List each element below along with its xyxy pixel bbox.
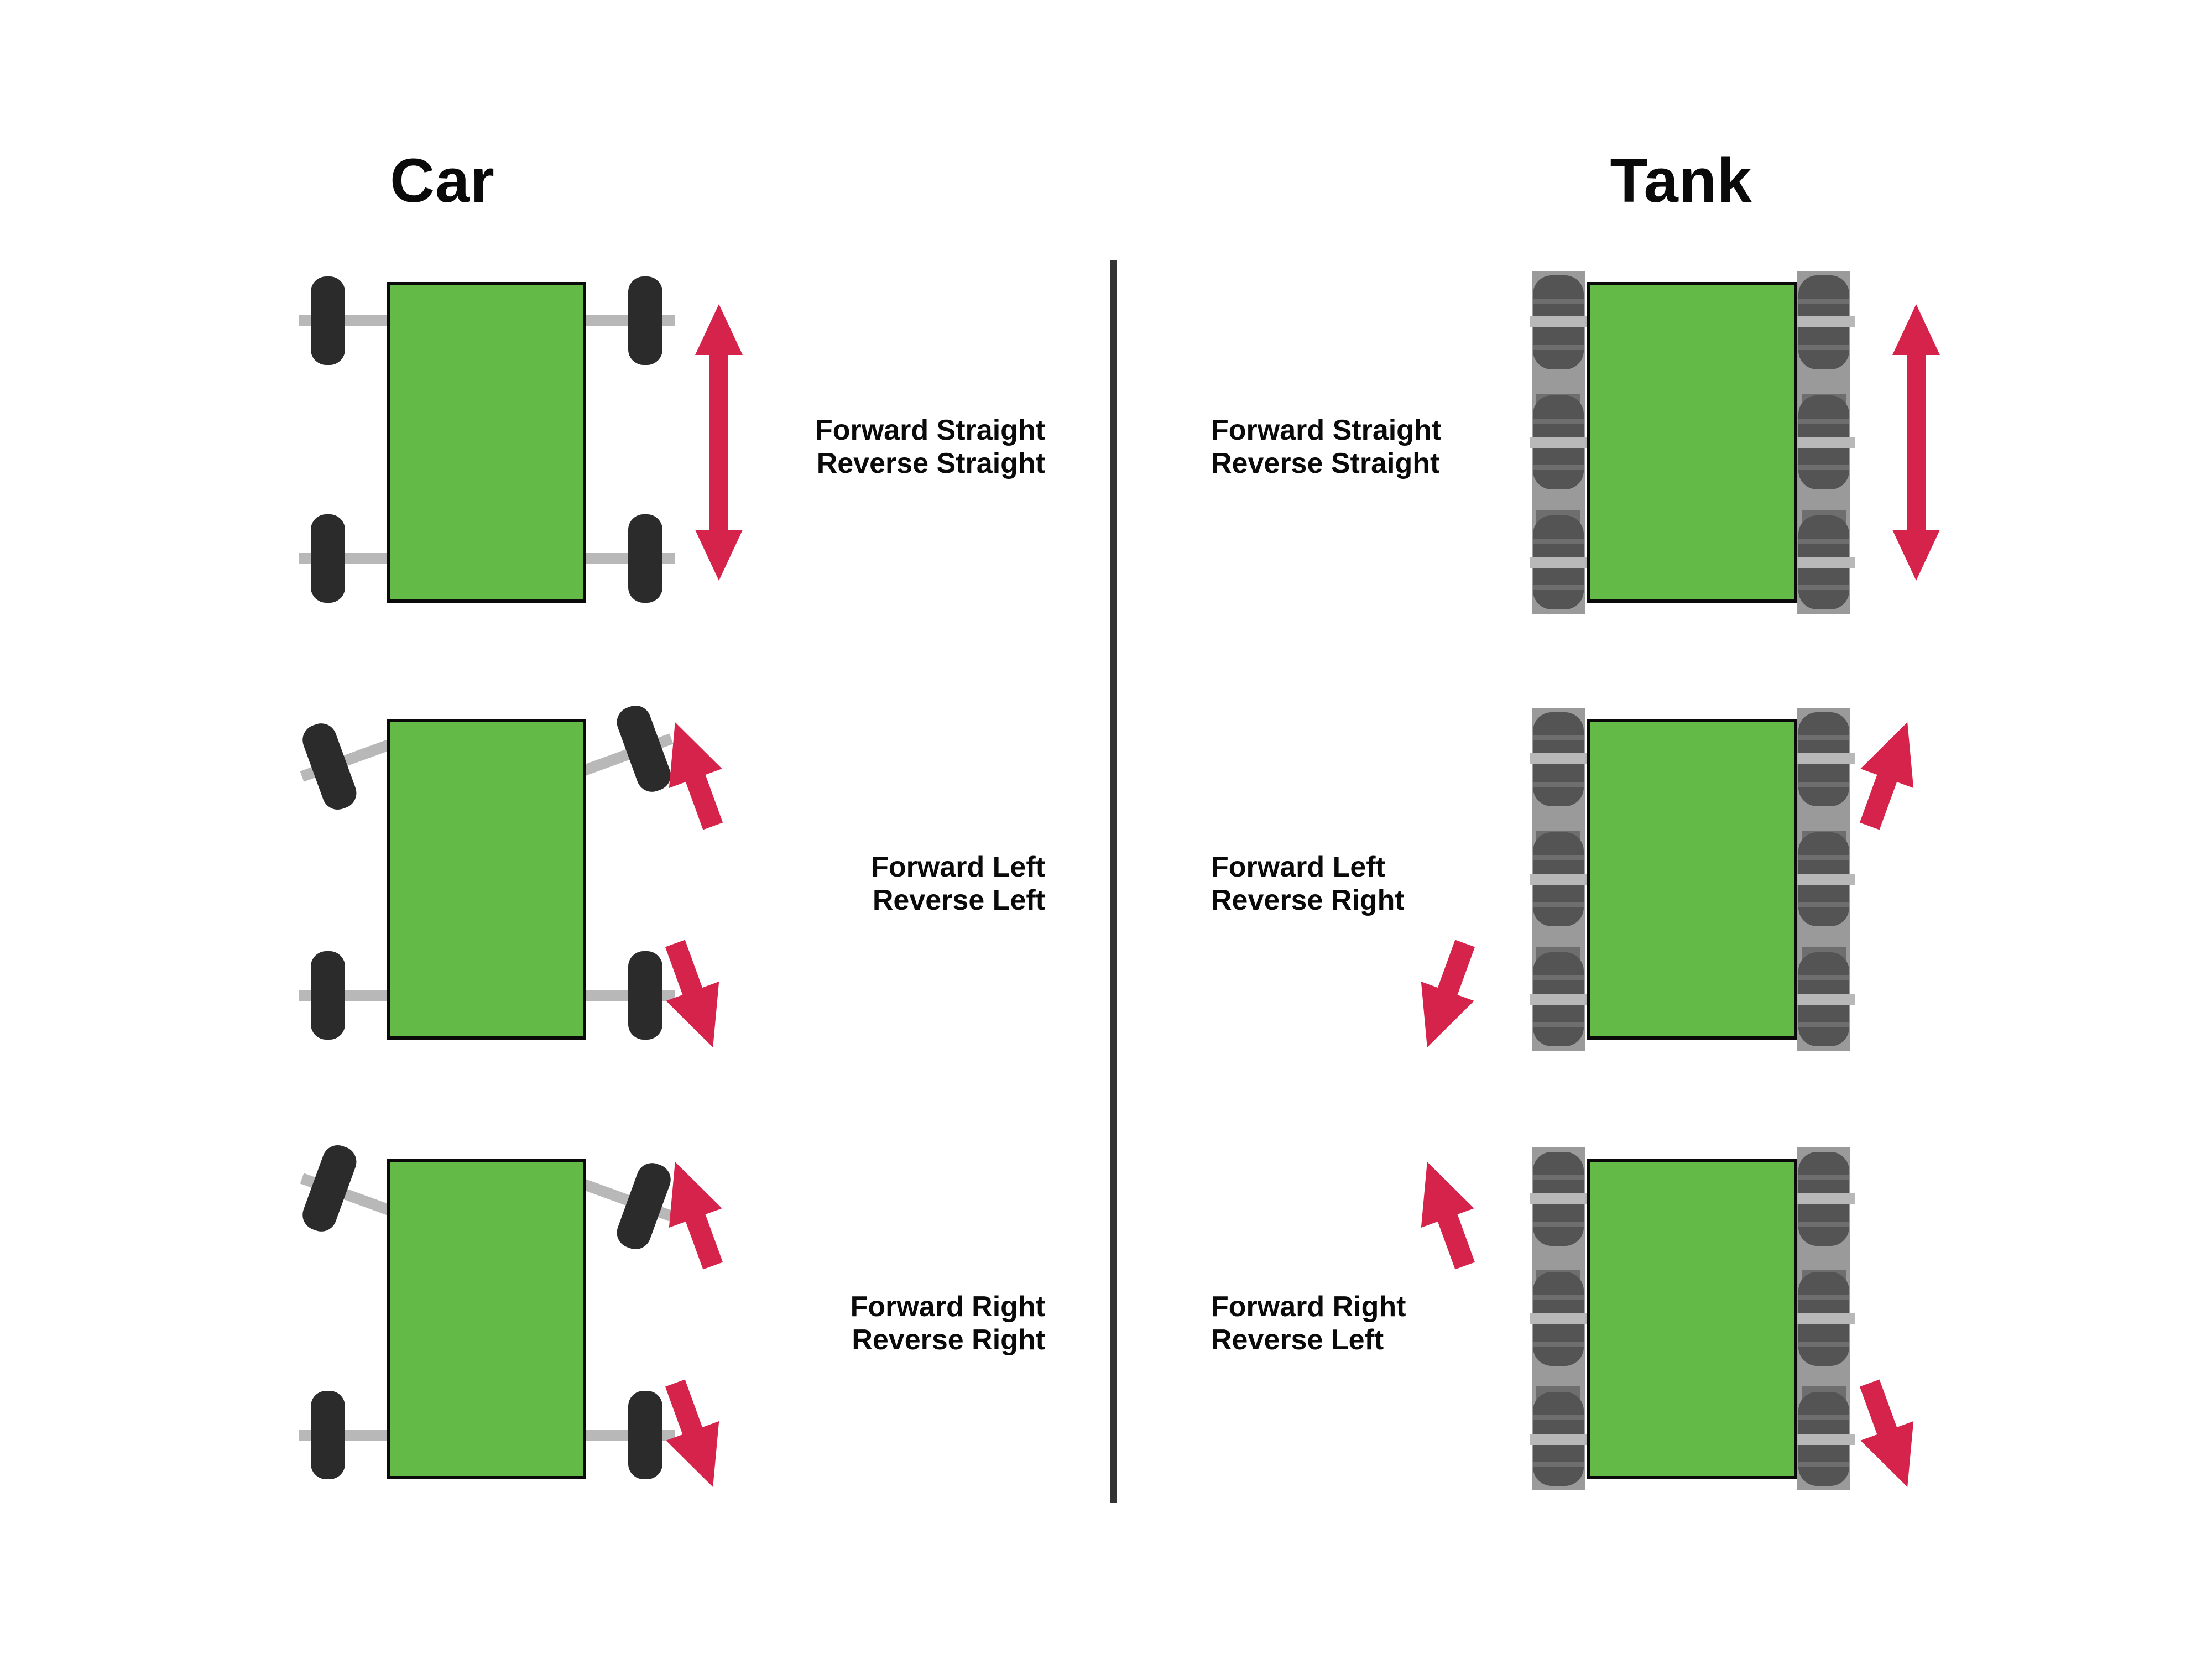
column-title-car: Car: [390, 146, 495, 215]
arrow-down-icon: [1841, 1373, 1936, 1498]
car-diagram-left: [298, 701, 675, 1051]
tire: [311, 276, 345, 365]
label-line-2: Reverse Left: [1211, 1324, 1384, 1356]
car-wheel-front-left: [299, 276, 409, 365]
tank-chassis: [1587, 1159, 1797, 1479]
tire: [628, 951, 662, 1040]
tank-diagram-right: [1530, 1147, 1855, 1490]
tank-row-left: Forward Left Reverse Right: [0, 708, 2212, 1095]
car-row-left: Forward Left Reverse Left: [0, 701, 2212, 1095]
label-line-1: Forward Right: [850, 1291, 1045, 1323]
car-row-right: Forward Right Reverse Right: [0, 1141, 2212, 1535]
tank-row-right: Forward Right Reverse Left: [0, 1147, 2212, 1535]
arrow-down-icon: [1399, 933, 1494, 1058]
label-line-2: Reverse Right: [852, 1324, 1045, 1356]
column-divider: [1110, 260, 1117, 1503]
arrow-down-icon: [646, 933, 742, 1058]
tank-chassis: [1587, 282, 1797, 603]
car-wheel-rear-left: [299, 951, 409, 1040]
label-line-2: Reverse Right: [1211, 884, 1405, 916]
tank-label-left: Forward Left Reverse Right: [1211, 851, 1405, 917]
car-wheel-rear-left: [299, 514, 409, 603]
tire: [628, 1391, 662, 1479]
car-chassis: [387, 719, 586, 1040]
arrow-up-icon: [646, 1151, 742, 1276]
tire: [628, 514, 662, 603]
car-row-straight: Forward Straight Reverse Straight: [0, 271, 2212, 658]
tank-diagram-left: [1530, 708, 1855, 1051]
tire: [311, 514, 345, 603]
car-wheel-rear-right: [564, 514, 675, 603]
car-diagram-right: [298, 1141, 675, 1490]
tire: [311, 951, 345, 1040]
arrow-up-icon: [646, 712, 742, 837]
label-line-2: Reverse Left: [872, 884, 1045, 916]
tank-row-straight: Forward Straight Reverse Straight: [0, 271, 2212, 658]
label-line-1: Forward Straight: [1211, 414, 1442, 446]
column-title-tank: Tank: [1610, 146, 1752, 215]
arrow-double-headed-vertical-icon: [694, 304, 744, 581]
label-line-1: Forward Right: [1211, 1291, 1406, 1323]
tank-label-right: Forward Right Reverse Left: [1211, 1290, 1406, 1357]
tank-diagram-straight: [1530, 271, 1855, 614]
tank-label-straight: Forward Straight Reverse Straight: [1211, 414, 1441, 480]
car-label-left: Forward Left Reverse Left: [871, 851, 1045, 917]
car-label-straight: Forward Straight Reverse Straight: [815, 414, 1045, 480]
arrow-double-headed-vertical-icon: [1891, 304, 1941, 581]
car-wheel-rear-right: [564, 951, 675, 1040]
car-diagram-straight: [299, 271, 675, 614]
tire: [628, 276, 662, 365]
arrow-up-icon: [1841, 712, 1936, 837]
car-chassis: [387, 1159, 586, 1479]
arrow-down-icon: [646, 1373, 742, 1498]
label-line-2: Reverse Straight: [1211, 447, 1440, 479]
tire: [311, 1391, 345, 1479]
car-label-right: Forward Right Reverse Right: [851, 1290, 1045, 1357]
car-chassis: [387, 282, 586, 603]
car-wheel-rear-left: [299, 1391, 409, 1479]
car-wheel-front-right: [564, 276, 675, 365]
tank-chassis: [1587, 719, 1797, 1040]
label-line-1: Forward Straight: [815, 414, 1045, 446]
arrow-up-icon: [1399, 1151, 1494, 1276]
label-line-2: Reverse Straight: [816, 447, 1045, 479]
label-line-1: Forward Left: [871, 851, 1045, 883]
car-wheel-rear-right: [564, 1391, 675, 1479]
label-line-1: Forward Left: [1211, 851, 1385, 883]
